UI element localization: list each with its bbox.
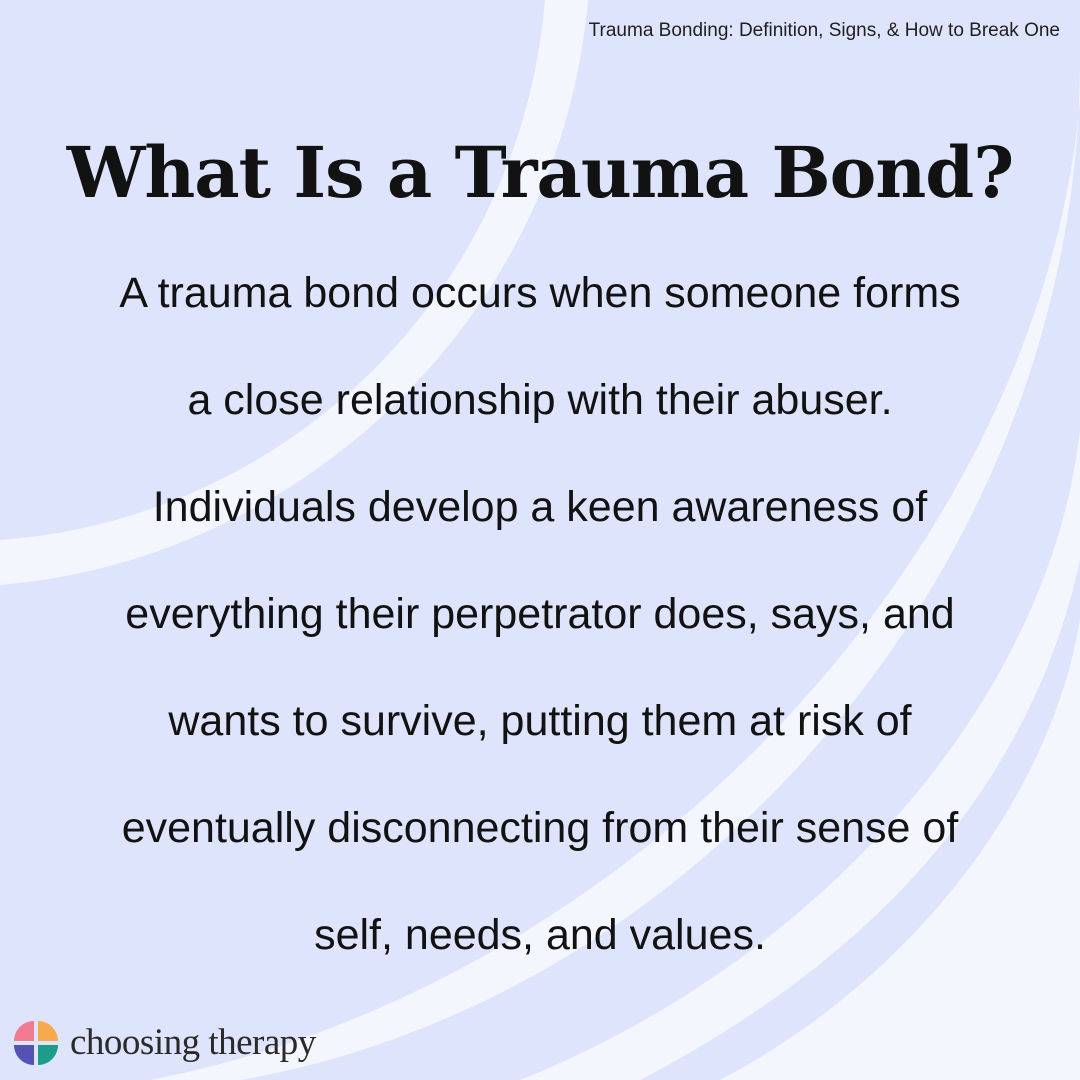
page-title: What Is a Trauma Bond?: [66, 131, 1014, 214]
body-line: self, needs, and values.: [314, 911, 766, 959]
background-arc-corner: [520, 430, 1080, 1080]
choosing-therapy-logo-icon: [14, 1021, 58, 1065]
body-line: everything their perpetrator does, says,…: [125, 590, 955, 638]
body-line: Individuals develop a keen awareness of: [152, 483, 928, 531]
background-arc-upper: [0, 0, 588, 585]
body-text: A trauma bond occurs when someone forms …: [60, 240, 1020, 989]
body-line: wants to survive, putting them at risk o…: [168, 697, 912, 745]
brand-logo: choosing therapy: [12, 1018, 316, 1068]
brand-name: choosing therapy: [70, 1022, 316, 1063]
background-arc-large: [150, 60, 1080, 1080]
background-arc-inner: [640, 560, 1080, 1080]
body-line: A trauma bond occurs when someone forms: [119, 269, 961, 317]
body-line: a close relationship with their abuser.: [187, 376, 893, 424]
body-line: eventually disconnecting from their sens…: [121, 804, 959, 852]
header-caption: Trauma Bonding: Definition, Signs, & How…: [588, 20, 1060, 41]
